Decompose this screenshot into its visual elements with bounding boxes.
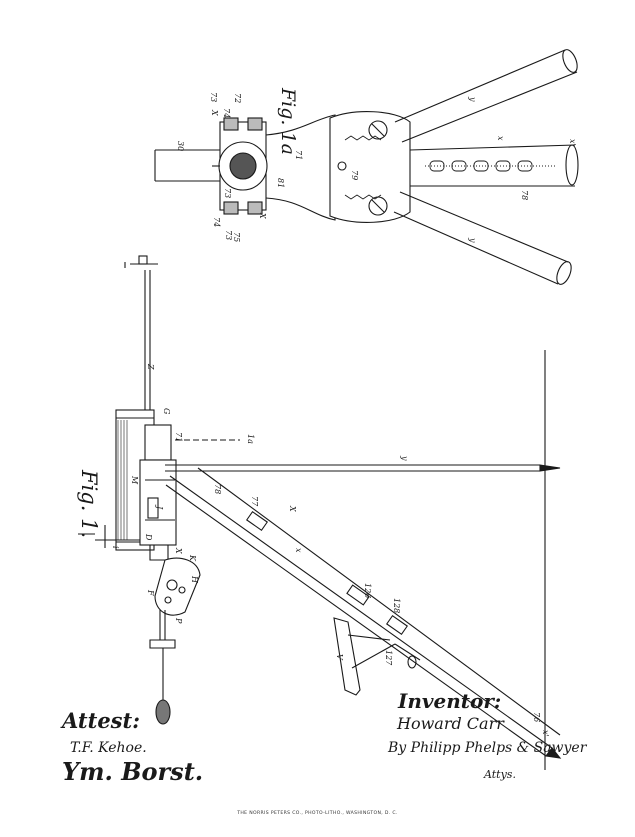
ref-x: x (294, 548, 303, 553)
ref-76: 76 (532, 712, 541, 722)
fig-1-seat (333, 617, 421, 696)
ref-F: F (146, 589, 155, 596)
ref-X-b: X (174, 547, 183, 554)
ref-79: 79 (350, 170, 359, 180)
ref-x-prime: x' (541, 730, 550, 737)
ref-J: J (155, 504, 164, 510)
ref-75: 75 (232, 232, 241, 242)
ref-X-b: X (258, 212, 267, 219)
ref-M: M (130, 475, 139, 485)
ref-Z: Z (146, 363, 155, 370)
witness-1-signature: T.F. Kehoe. (70, 740, 147, 756)
ref-P: P (174, 617, 183, 624)
witness-2-signature: Ym. Borst. (62, 757, 203, 786)
fig-1a-leg-lower (393, 191, 572, 285)
ref-H: H (190, 575, 199, 584)
ref-1a: 1a (246, 434, 255, 444)
ref-30: 30 (176, 141, 185, 151)
ref-74: 74 (222, 108, 231, 118)
ref-126: 126 (363, 583, 372, 598)
fig-1a-drawing (154, 49, 579, 285)
fig-1a-leg-upper (394, 49, 578, 143)
fig-1a-leg-middle (409, 144, 579, 187)
fig-1-receiver (139, 424, 177, 561)
ref-71: 71 (174, 432, 183, 442)
ref-x: x (496, 136, 505, 141)
attorney-signature: By Philipp Phelps & Sawyer (387, 740, 588, 756)
fig-1-drawing (78, 255, 562, 770)
ref-73-c: 73 (224, 230, 233, 240)
fig-1a-title: Fig. 1a (277, 87, 299, 155)
ref-X: X (288, 505, 297, 512)
ref-81: 81 (276, 178, 285, 188)
fig-1-barrel (124, 255, 158, 430)
fig-1-leg-diagonal (165, 467, 562, 759)
ref-78: 78 (520, 190, 529, 200)
inventor-heading: Inventor: (397, 689, 501, 713)
fig-1a-refs: 30 X 74 73 72 74 73 X 73 75 81 71 79 x x… (176, 92, 577, 243)
attys-label: Attys. (483, 768, 516, 781)
ref-73-b: 73 (223, 188, 232, 198)
ref-y: y (400, 455, 409, 461)
ref-128: 128 (392, 598, 401, 613)
fig-1-refs: M G 71 1a y 78 77 X x 126 128 127 V 76 x… (111, 363, 550, 737)
fig-1a-hub (212, 117, 268, 215)
ref-71: 71 (294, 150, 303, 160)
attest-block: Attest: T.F. Kehoe. Ym. Borst. (60, 708, 203, 786)
ref-D: D (144, 533, 153, 541)
fig-1a-crown-plate (329, 111, 411, 223)
ref-i: i (111, 546, 120, 549)
fig-1-grip (149, 557, 201, 725)
fig-1-crank (78, 525, 140, 548)
ref-G: G (162, 408, 171, 415)
ref-73: 73 (209, 92, 218, 102)
ref-y-upper: y (468, 96, 477, 102)
fig-1a-neck (265, 114, 336, 221)
printer-credit-line: THE NORRIS PETERS CO., PHOTO-LITHO., WAS… (237, 811, 398, 816)
ref-K: K (188, 554, 197, 562)
ref-x-prime: x' (568, 139, 577, 146)
fig-1-leg-vertical (165, 350, 561, 770)
ref-y-lower: y (468, 237, 477, 243)
attest-heading: Attest: (60, 708, 140, 733)
inventor-name-signature: Howard Carr (396, 714, 505, 733)
ref-X: X (210, 109, 219, 116)
ref-77: 77 (250, 496, 259, 507)
ref-72: 72 (233, 93, 242, 103)
inventor-block: Inventor: Howard Carr By Philipp Phelps … (387, 689, 588, 781)
ref-78: 78 (213, 484, 222, 494)
fig-1a-rod (154, 149, 228, 182)
ref-127: 127 (384, 650, 393, 666)
fig-1-title: Fig. 1. (77, 469, 101, 538)
ref-74-b: 74 (212, 217, 221, 227)
ref-V: V (335, 654, 344, 661)
